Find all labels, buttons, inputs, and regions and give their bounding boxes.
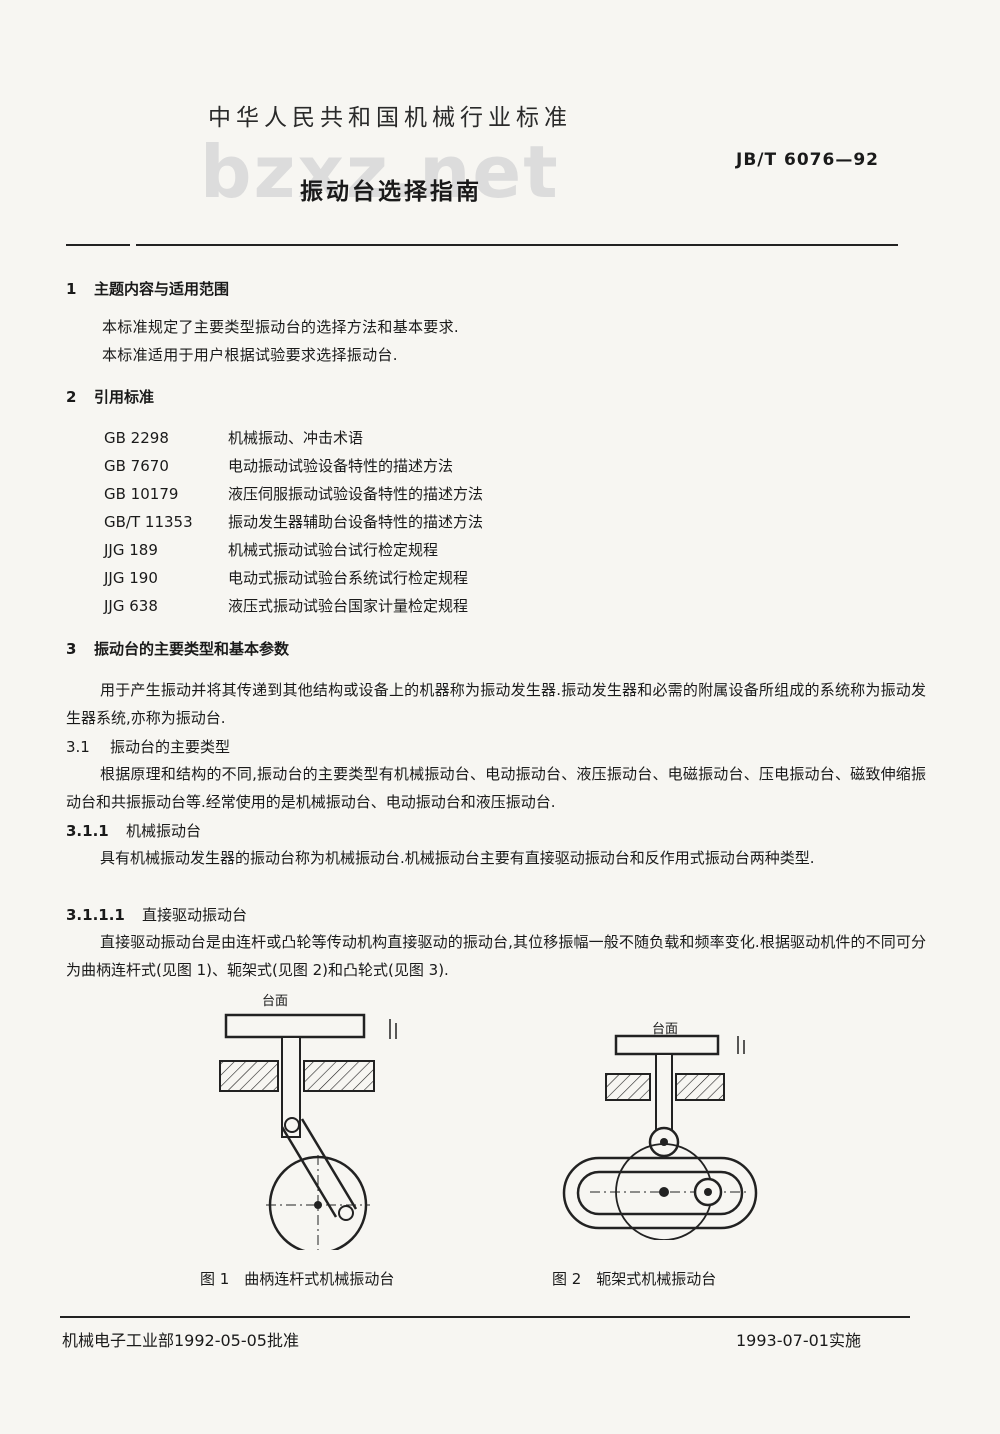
header-rule xyxy=(136,244,898,246)
watermark: bzxz.net xyxy=(200,130,560,214)
ref-name: 机械式振动试验台试行检定规程 xyxy=(228,541,439,559)
subsection-number: 3.1.1.1 xyxy=(66,906,125,924)
header-rule-left xyxy=(66,244,130,246)
fig1-table-label: 台面 xyxy=(262,994,289,1009)
ref-code: JJG 189 xyxy=(104,541,158,559)
reference-item: JJG 189 机械式振动试验台试行检定规程 xyxy=(104,536,483,564)
subsection-3-1-1-paragraph: 具有机械振动发生器的振动台称为机械振动台.机械振动台主要有直接驱动振动台和反作用… xyxy=(100,849,815,867)
approval-date: 机械电子工业部1992-05-05批准 xyxy=(62,1331,299,1350)
section-number: 2 xyxy=(66,388,77,406)
reference-item: GB 2298 机械振动、冲击术语 xyxy=(104,424,483,452)
ref-code: GB/T 11353 xyxy=(104,513,193,531)
reference-item: JJG 638 液压式振动试验台国家计量检定规程 xyxy=(104,592,483,620)
subsection-number: 3.1 xyxy=(66,738,90,756)
figure-2-drawing xyxy=(562,1034,758,1240)
figure-1-caption: 图 1 曲柄连杆式机械振动台 xyxy=(200,1270,395,1288)
fig2-table-label: 台面 xyxy=(652,1022,679,1037)
reference-item: GB 7670 电动振动试验设备特性的描述方法 xyxy=(104,452,483,480)
subsection-3-1-paragraph: 根据原理和结构的不同,振动台的主要类型有机械振动台、电动振动台、液压振动台、电磁… xyxy=(66,765,926,811)
ref-name: 液压式振动试验台国家计量检定规程 xyxy=(228,597,469,615)
reference-item: JJG 190 电动式振动试验台系统试行检定规程 xyxy=(104,564,483,592)
ref-code: GB 7670 xyxy=(104,457,169,475)
paragraph-line: 本标准适用于用户根据试验要求选择振动台. xyxy=(102,346,398,364)
ref-code: JJG 638 xyxy=(104,597,158,615)
figure-1-drawing xyxy=(219,1013,397,1250)
section-title: 主题内容与适用范围 xyxy=(94,280,230,298)
ref-code: GB 2298 xyxy=(104,429,169,447)
issuing-org: 中华人民共和国机械行业标准 xyxy=(208,105,572,131)
ref-code: JJG 190 xyxy=(104,569,158,587)
section-3-heading: 3 振动台的主要类型和基本参数 xyxy=(66,638,289,659)
subsection-number: 3.1.1 xyxy=(66,822,109,840)
ref-name: 振动发生器辅助台设备特性的描述方法 xyxy=(228,513,484,531)
subsection-3-1-1-1-heading: 3.1.1.1 直接驱动振动台 xyxy=(66,904,247,925)
subsection-3-1-1-heading: 3.1.1 机械振动台 xyxy=(66,820,201,841)
footer-rule xyxy=(60,1316,910,1318)
subsection-3-1-heading: 3.1 振动台的主要类型 xyxy=(66,736,230,757)
paragraph-line: 本标准规定了主要类型振动台的选择方法和基本要求. xyxy=(102,318,459,336)
ref-name: 电动振动试验设备特性的描述方法 xyxy=(228,457,454,475)
reference-item: GB 10179 液压伺服振动试验设备特性的描述方法 xyxy=(104,480,483,508)
section-2-heading: 2 引用标准 xyxy=(66,386,154,407)
effective-date: 1993-07-01实施 xyxy=(736,1331,861,1350)
subsection-title: 直接驱动振动台 xyxy=(142,906,248,924)
section-number: 1 xyxy=(66,280,77,298)
subsection-title: 机械振动台 xyxy=(126,822,202,840)
reference-item: GB/T 11353 振动发生器辅助台设备特性的描述方法 xyxy=(104,508,483,536)
page-title: 振动台选择指南 xyxy=(300,179,482,205)
section-1-heading: 1 主题内容与适用范围 xyxy=(66,278,229,299)
section-title: 振动台的主要类型和基本参数 xyxy=(94,640,290,658)
ref-name: 机械振动、冲击术语 xyxy=(228,429,364,447)
section-3-paragraph: 用于产生振动并将其传递到其他结构或设备上的机器称为振动发生器.振动发生器和必需的… xyxy=(66,681,926,727)
section-number: 3 xyxy=(66,640,77,658)
figure-2-caption: 图 2 轭架式机械振动台 xyxy=(552,1270,717,1288)
ref-name: 液压伺服振动试验设备特性的描述方法 xyxy=(228,485,484,503)
section-title: 引用标准 xyxy=(94,388,155,406)
standard-code: JB/T 6076—92 xyxy=(736,150,879,170)
ref-code: GB 10179 xyxy=(104,485,179,503)
subsection-title: 振动台的主要类型 xyxy=(110,738,231,756)
ref-name: 电动式振动试验台系统试行检定规程 xyxy=(228,569,469,587)
subsection-3-1-1-1-paragraph: 直接驱动振动台是由连杆或凸轮等传动机构直接驱动的振动台,其位移振幅一般不随负载和… xyxy=(66,933,926,979)
